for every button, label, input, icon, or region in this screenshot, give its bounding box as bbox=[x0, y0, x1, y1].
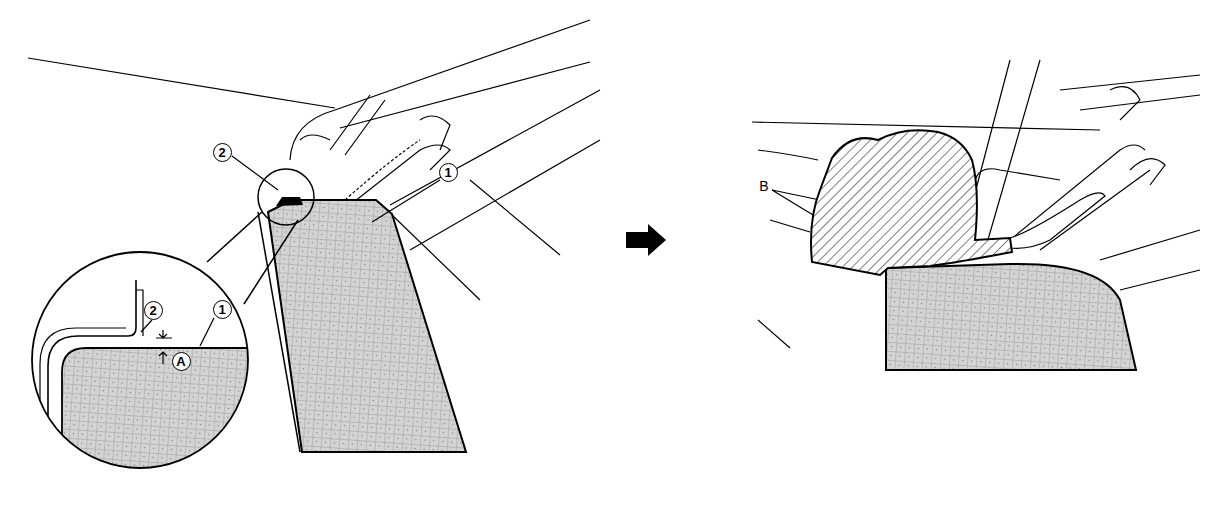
trim-edge bbox=[258, 212, 300, 452]
detail-circle bbox=[258, 169, 314, 225]
inset-detail bbox=[30, 250, 260, 480]
harness bbox=[1010, 193, 1105, 249]
callout-number: 2 bbox=[144, 301, 163, 320]
dimension-label: A bbox=[172, 352, 191, 371]
area-label: B bbox=[758, 179, 769, 193]
pillar-trim bbox=[268, 200, 466, 452]
callout-number: 1 bbox=[213, 300, 232, 319]
callout-number: 2 bbox=[213, 143, 232, 162]
step-arrow bbox=[626, 224, 666, 256]
leader-lines bbox=[141, 156, 820, 346]
pillar-trim-right bbox=[886, 264, 1136, 370]
inset-circle bbox=[32, 252, 248, 468]
hatched-area bbox=[811, 130, 1012, 275]
callout-number: 1 bbox=[439, 163, 458, 182]
garnish-edge bbox=[276, 197, 303, 206]
